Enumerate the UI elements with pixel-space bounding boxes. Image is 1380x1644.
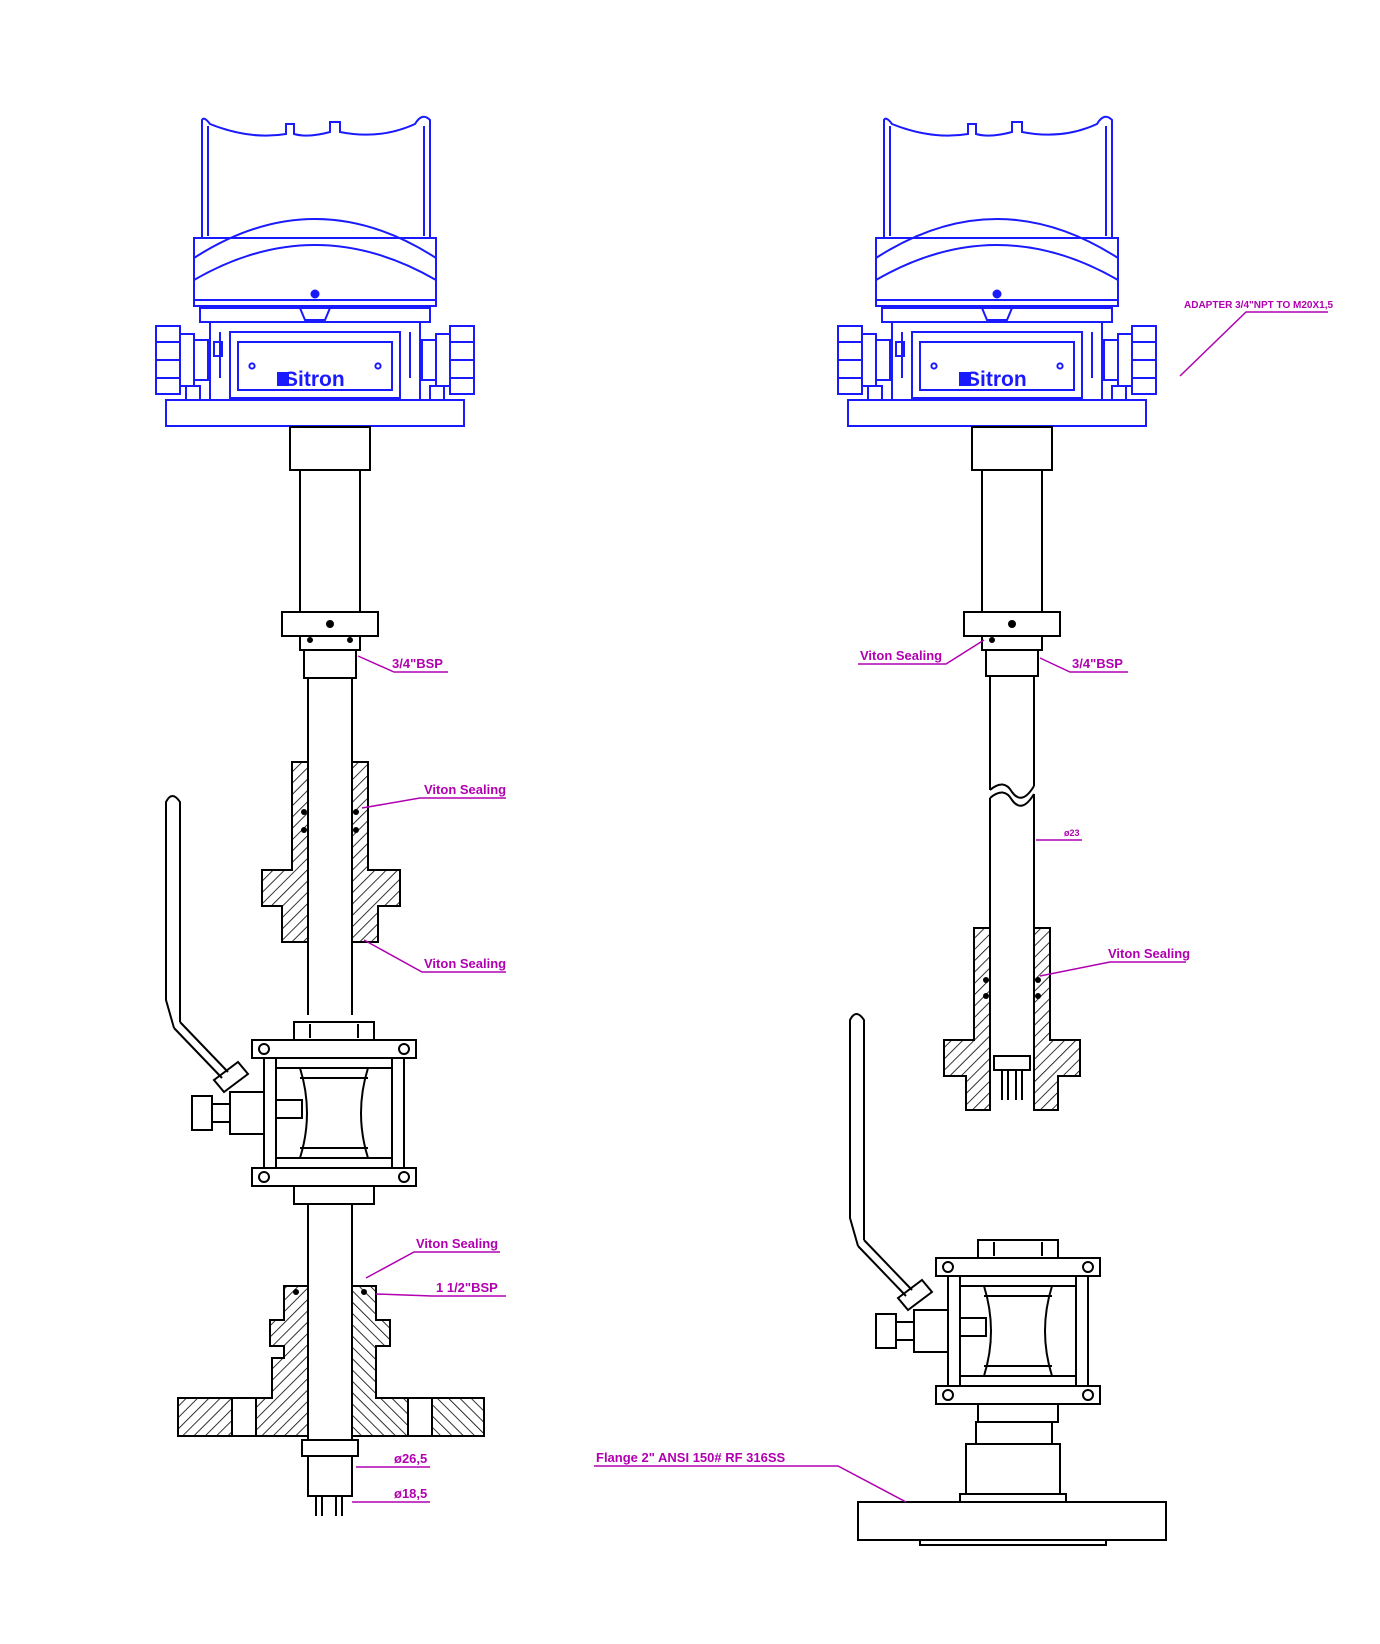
left-callout-thread-bottom: 1 1/2"BSP xyxy=(436,1280,498,1295)
right-callout-diameter: ø23 xyxy=(1064,828,1080,838)
right-logo-text: Sitron xyxy=(966,368,1027,391)
left-logo-square-icon xyxy=(277,372,289,386)
right-flange-assembly xyxy=(857,1421,1167,1546)
left-callout-diameter-small: ø18,5 xyxy=(394,1486,427,1501)
right-fitting xyxy=(943,927,1081,1111)
left-callout-sealing-bottom: Viton Sealing xyxy=(416,1236,498,1251)
right-callout-sealing-lower: Viton Sealing xyxy=(1108,946,1190,961)
right-callout-sealing-top: Viton Sealing xyxy=(860,648,942,663)
left-flange-fitting xyxy=(177,1285,485,1437)
right-callout-adapter: ADAPTER 3/4"NPT TO M20X1,5 xyxy=(1184,300,1333,311)
left-logo-text: Sitron xyxy=(284,368,345,391)
left-callout-lines xyxy=(352,655,506,1503)
left-view: Sitron xyxy=(155,115,506,1516)
right-callout-lines xyxy=(594,311,1328,1503)
right-callout-thread-top: 3/4"BSP xyxy=(1072,656,1123,671)
left-upper-fitting xyxy=(261,761,401,943)
right-logo-square-icon xyxy=(959,372,971,386)
left-callout-sealing-lower: Viton Sealing xyxy=(424,956,506,971)
left-callout-diameter-large: ø26,5 xyxy=(394,1451,427,1466)
left-callout-sealing-upper: Viton Sealing xyxy=(424,782,506,797)
right-callout-flange: Flange 2" ANSI 150# RF 316SS xyxy=(596,1450,786,1465)
left-callout-thread-top: 3/4"BSP xyxy=(392,656,443,671)
right-view: Sitron xyxy=(594,115,1333,1546)
left-stem-assembly xyxy=(281,426,379,1516)
